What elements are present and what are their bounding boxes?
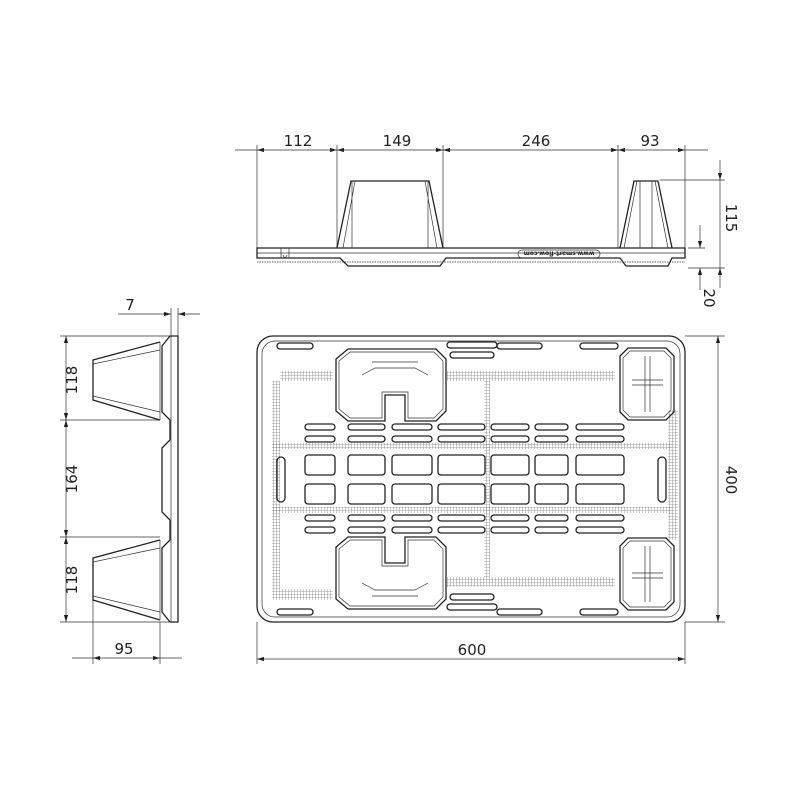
block-top-right	[619, 347, 675, 421]
dim-7: 7	[125, 296, 135, 314]
dim-164: 164	[63, 465, 81, 494]
dim-95: 95	[114, 640, 133, 658]
deck-slot	[347, 435, 386, 443]
block-bottom-left	[335, 536, 447, 610]
dim-118-bottom: 118	[63, 566, 81, 595]
block-bottom-right	[619, 537, 675, 611]
deck-slot	[534, 514, 569, 522]
deck-slot	[304, 483, 336, 505]
deck-slot	[437, 454, 486, 476]
deck-slot	[490, 514, 530, 522]
deck-slot	[437, 423, 486, 431]
deck-slot	[575, 423, 625, 431]
plan-view: 600 400	[256, 335, 740, 664]
deck-slot	[391, 435, 433, 443]
deck-slot	[490, 526, 530, 534]
deck-slot	[490, 435, 530, 443]
deck-slot	[490, 454, 530, 476]
dim-246: 246	[522, 132, 551, 150]
deck-slot	[534, 423, 569, 431]
deck-slot	[347, 483, 386, 505]
deck-slot	[304, 526, 336, 534]
deck-slot	[304, 423, 336, 431]
deck-slot	[490, 483, 530, 505]
deck-slot	[437, 514, 486, 522]
front-view: 112 149 246 93 115 20 www.smart-flow.com	[235, 132, 740, 308]
deck-slot	[391, 454, 433, 476]
deck-slot	[575, 454, 625, 476]
deck-slot	[391, 483, 433, 505]
side-view: 7 118 164 118 95	[60, 296, 200, 664]
deck-slot	[347, 514, 386, 522]
deck-slot	[304, 514, 336, 522]
dim-20: 20	[700, 288, 718, 307]
deck-slot	[391, 514, 433, 522]
deck-slot	[534, 454, 569, 476]
deck-slot	[304, 454, 336, 476]
deck-slot	[391, 423, 433, 431]
deck-slot	[347, 423, 386, 431]
embossed-url: www.smart-flow.com	[524, 250, 595, 257]
deck-slot	[437, 526, 486, 534]
deck-slot	[347, 454, 386, 476]
deck-slot	[437, 483, 486, 505]
deck-slot	[437, 435, 486, 443]
deck-slot	[575, 435, 625, 443]
deck-slot	[347, 526, 386, 534]
dim-115: 115	[722, 204, 740, 233]
deck-slot	[490, 423, 530, 431]
block-top-left	[335, 348, 447, 422]
dim-112: 112	[284, 132, 313, 150]
dim-149: 149	[383, 132, 412, 150]
deck-slot	[391, 526, 433, 534]
deck-slot	[575, 526, 625, 534]
deck-slot	[304, 435, 336, 443]
deck-slot	[575, 483, 625, 505]
deck-slot	[575, 514, 625, 522]
dim-600: 600	[458, 641, 487, 659]
deck-slot	[534, 526, 569, 534]
deck-slot	[534, 435, 569, 443]
dim-400: 400	[722, 466, 740, 495]
dim-118-top: 118	[63, 366, 81, 395]
dim-93: 93	[640, 132, 659, 150]
deck-slot	[534, 483, 569, 505]
